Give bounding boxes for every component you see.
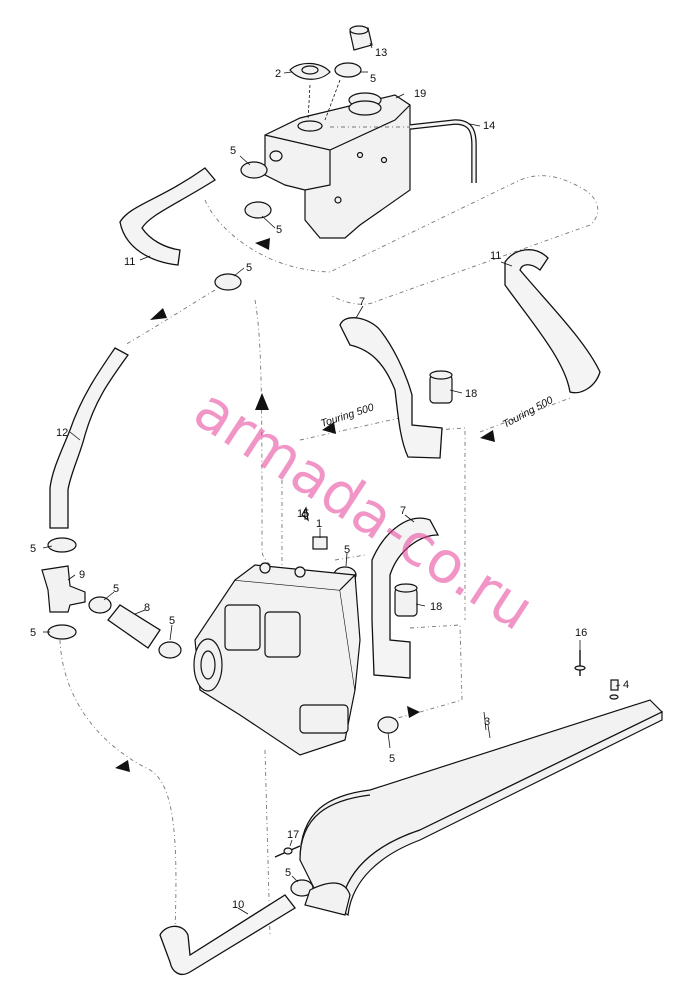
hose-upper-left	[119, 167, 216, 266]
callout-5: 5	[246, 262, 252, 274]
callout-5: 5	[30, 627, 36, 639]
hose-clamp	[47, 537, 77, 553]
hose-short	[107, 604, 161, 649]
callout-5: 5	[370, 73, 376, 85]
tank-cap	[349, 25, 373, 51]
callout-9: 9	[79, 569, 85, 581]
callout-5: 5	[276, 224, 282, 236]
callout-5: 5	[344, 544, 350, 556]
hose-clamp	[88, 596, 112, 614]
flow-arrow	[115, 760, 130, 772]
filler-cap	[289, 62, 331, 80]
callout-5: 5	[285, 867, 291, 879]
engine-block	[193, 562, 361, 756]
callout-7: 7	[400, 505, 406, 517]
callout-10: 10	[232, 899, 244, 911]
flow-arrow	[150, 308, 167, 320]
hose-center-upper	[339, 317, 443, 459]
hose-bottom	[159, 894, 296, 976]
callout-5: 5	[169, 615, 175, 627]
sleeve-lower	[394, 583, 418, 617]
flow-arrow	[255, 393, 269, 410]
leader-lines	[42, 42, 621, 915]
hose-clamp	[158, 641, 182, 659]
fastener-17	[274, 845, 301, 858]
callout-19: 19	[414, 88, 426, 100]
callout-18: 18	[430, 601, 442, 613]
callout-12: 12	[56, 427, 68, 439]
hose-upper-right	[504, 249, 601, 394]
hose-clamp	[240, 161, 268, 179]
callout-2: 2	[275, 68, 281, 80]
callout-1: 1	[316, 518, 322, 530]
callouts: 13 2 5 19 14 5 5 11 5 11 7 18 12 7 15 1 …	[30, 47, 629, 911]
callout-3: 3	[484, 716, 490, 728]
flow-arrow	[480, 430, 495, 442]
callout-11: 11	[124, 256, 135, 268]
callout-14: 14	[483, 120, 495, 132]
callout-4: 4	[623, 679, 629, 691]
hose-clamp	[334, 62, 362, 78]
callout-18: 18	[465, 388, 477, 400]
coolant-tank	[264, 92, 411, 239]
flow-arrow	[407, 706, 420, 718]
callout-11: 11	[490, 250, 501, 262]
hose-clamp	[47, 624, 77, 640]
fastener-4	[609, 679, 619, 700]
callout-16: 16	[575, 627, 587, 639]
callout-8: 8	[144, 602, 150, 614]
flow-arrow	[322, 422, 336, 434]
flow-arrow	[255, 238, 270, 250]
callout-5: 5	[389, 753, 395, 765]
hose-left-long	[49, 347, 129, 529]
callout-17: 17	[287, 829, 299, 841]
hose-clamp	[244, 201, 272, 219]
callout-7: 7	[359, 296, 365, 308]
tee-fitting	[41, 565, 86, 613]
callout-5: 5	[113, 583, 119, 595]
callout-15: 15	[297, 508, 309, 520]
touring-500-label-right: Touring 500	[501, 394, 555, 431]
heat-exchanger	[299, 699, 664, 917]
callout-13: 13	[375, 47, 387, 59]
hose-clamp	[377, 716, 399, 734]
callout-5: 5	[230, 145, 236, 157]
overflow-tube	[409, 119, 477, 183]
sleeve-upper	[429, 370, 453, 404]
hose-clamp	[214, 273, 242, 291]
hose-center-lower	[371, 517, 440, 679]
fastener-16	[574, 650, 586, 676]
callout-5: 5	[30, 543, 36, 555]
